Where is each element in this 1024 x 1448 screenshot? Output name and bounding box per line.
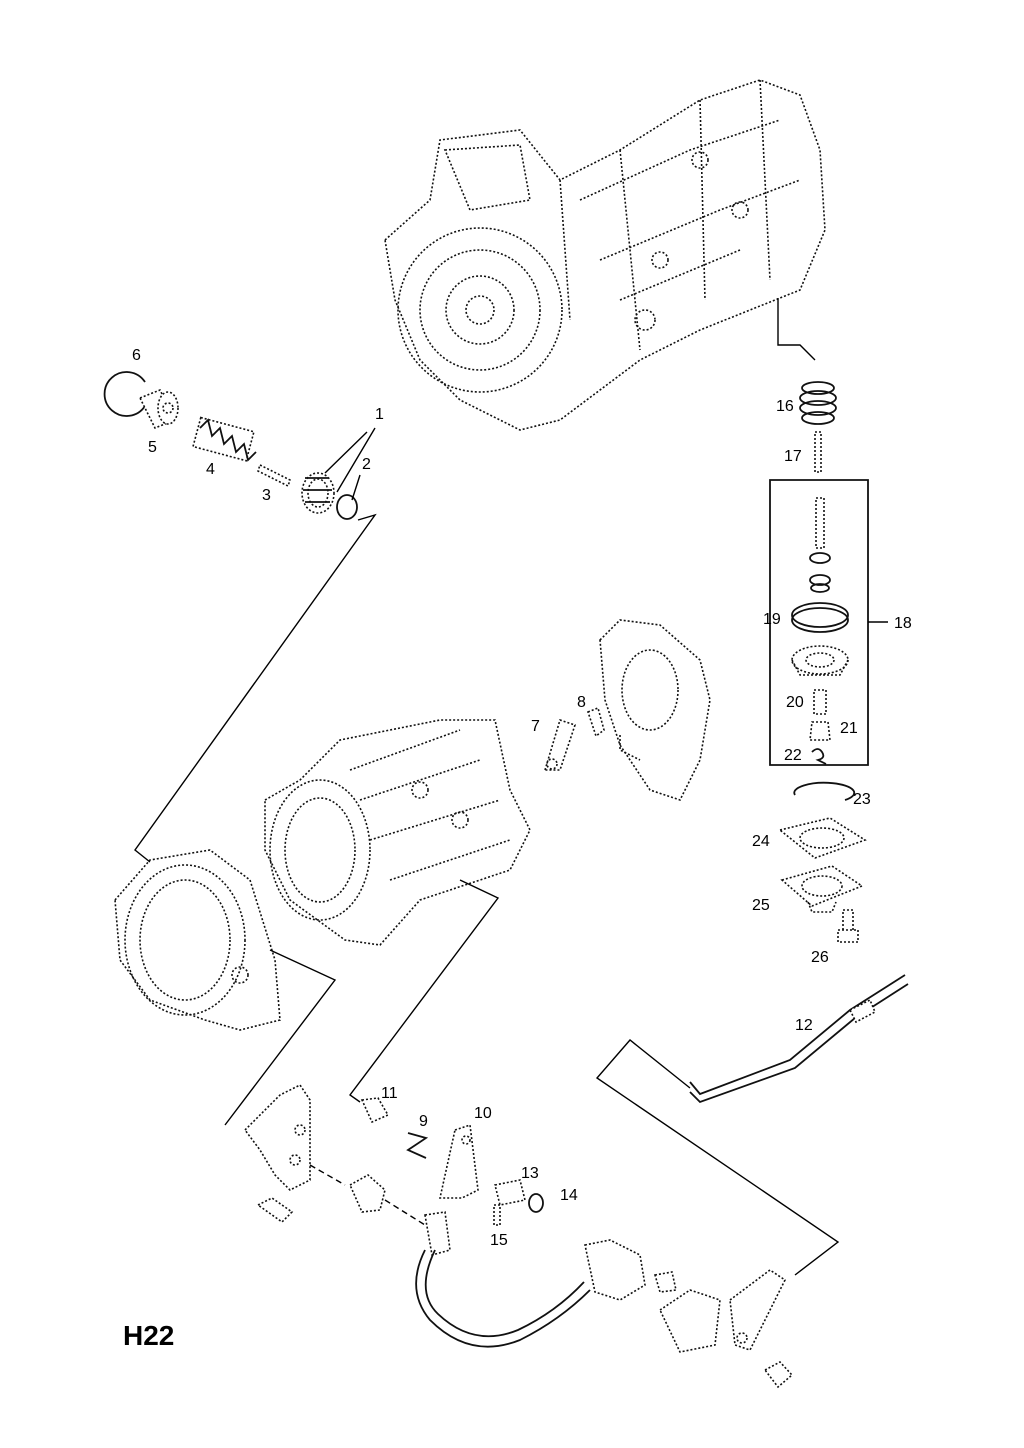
label-12: 12 — [795, 1017, 813, 1034]
label-26: 26 — [811, 949, 829, 966]
transmission-case-middle — [264, 719, 531, 946]
snap-ring-23 — [793, 781, 856, 801]
spring-clip-9 — [406, 1132, 429, 1159]
leader-line-11 — [349, 879, 500, 1103]
wiring-harness — [415, 1211, 646, 1348]
spring-4 — [192, 416, 257, 462]
seal-19 — [791, 602, 849, 633]
clip-8 — [587, 706, 605, 738]
retaining-ring-6 — [103, 371, 146, 417]
leader-line-16 — [777, 298, 816, 361]
label-2: 2 — [362, 456, 371, 473]
nut-11 — [360, 1097, 390, 1124]
leader-line-bracket — [224, 949, 337, 1126]
dipstick-tube-12 — [689, 974, 909, 1104]
label-3: 3 — [262, 487, 271, 504]
servo-stem — [809, 497, 831, 593]
label-10: 10 — [474, 1105, 492, 1122]
label-25: 25 — [752, 897, 770, 914]
switch-bottom-right — [653, 1271, 721, 1353]
piston-cover — [791, 645, 849, 676]
bracket-18 — [769, 479, 888, 766]
transmission-assembly-top — [384, 79, 826, 431]
pin-17 — [814, 431, 822, 473]
label-18: 18 — [894, 615, 912, 632]
bolt-bottom-left — [256, 1197, 294, 1224]
bolt-26 — [837, 909, 859, 943]
label-24: 24 — [752, 833, 770, 850]
detent-plate-10 — [439, 1123, 479, 1199]
gasket-24 — [778, 817, 867, 859]
label-6: 6 — [132, 347, 141, 364]
pin-3 — [257, 463, 291, 488]
label-21: 21 — [840, 720, 858, 737]
bell-housing-left — [114, 849, 281, 1031]
pin-15 — [493, 1204, 501, 1226]
label-16: 16 — [776, 398, 794, 415]
label-19: 19 — [763, 611, 781, 628]
seal-14 — [528, 1193, 544, 1213]
spring-16 — [799, 381, 837, 425]
stud-20 — [813, 689, 827, 715]
label-8: 8 — [577, 694, 586, 711]
label-20: 20 — [786, 694, 804, 711]
leader-line-12 — [595, 1039, 840, 1276]
label-14: 14 — [560, 1187, 578, 1204]
connector-left — [348, 1174, 386, 1213]
label-7: 7 — [531, 718, 540, 735]
label-17: 17 — [784, 448, 802, 465]
label-23: 23 — [853, 791, 871, 808]
label-1: 1 — [375, 406, 384, 423]
nut-21 — [809, 721, 831, 741]
nut-bottom-right — [763, 1361, 794, 1389]
cover-25 — [780, 865, 864, 913]
label-9: 9 — [419, 1113, 428, 1130]
extension-housing — [599, 619, 711, 801]
bushing-13 — [494, 1179, 526, 1206]
bracket-bottom-left — [243, 1083, 311, 1191]
label-15: 15 — [490, 1232, 508, 1249]
o-ring-2 — [336, 494, 358, 520]
label-13: 13 — [521, 1165, 539, 1182]
label-4: 4 — [206, 461, 215, 478]
clip-22 — [811, 748, 827, 765]
leader-line-1-to-housing — [134, 513, 377, 863]
piston-5 — [138, 388, 179, 430]
piston-1 — [301, 472, 335, 514]
page-code: H22 — [123, 1320, 174, 1351]
label-11: 11 — [381, 1085, 398, 1102]
lever-bottom-right — [729, 1269, 787, 1351]
label-5: 5 — [148, 439, 157, 456]
label-22: 22 — [784, 747, 802, 764]
lever-7 — [543, 718, 577, 771]
